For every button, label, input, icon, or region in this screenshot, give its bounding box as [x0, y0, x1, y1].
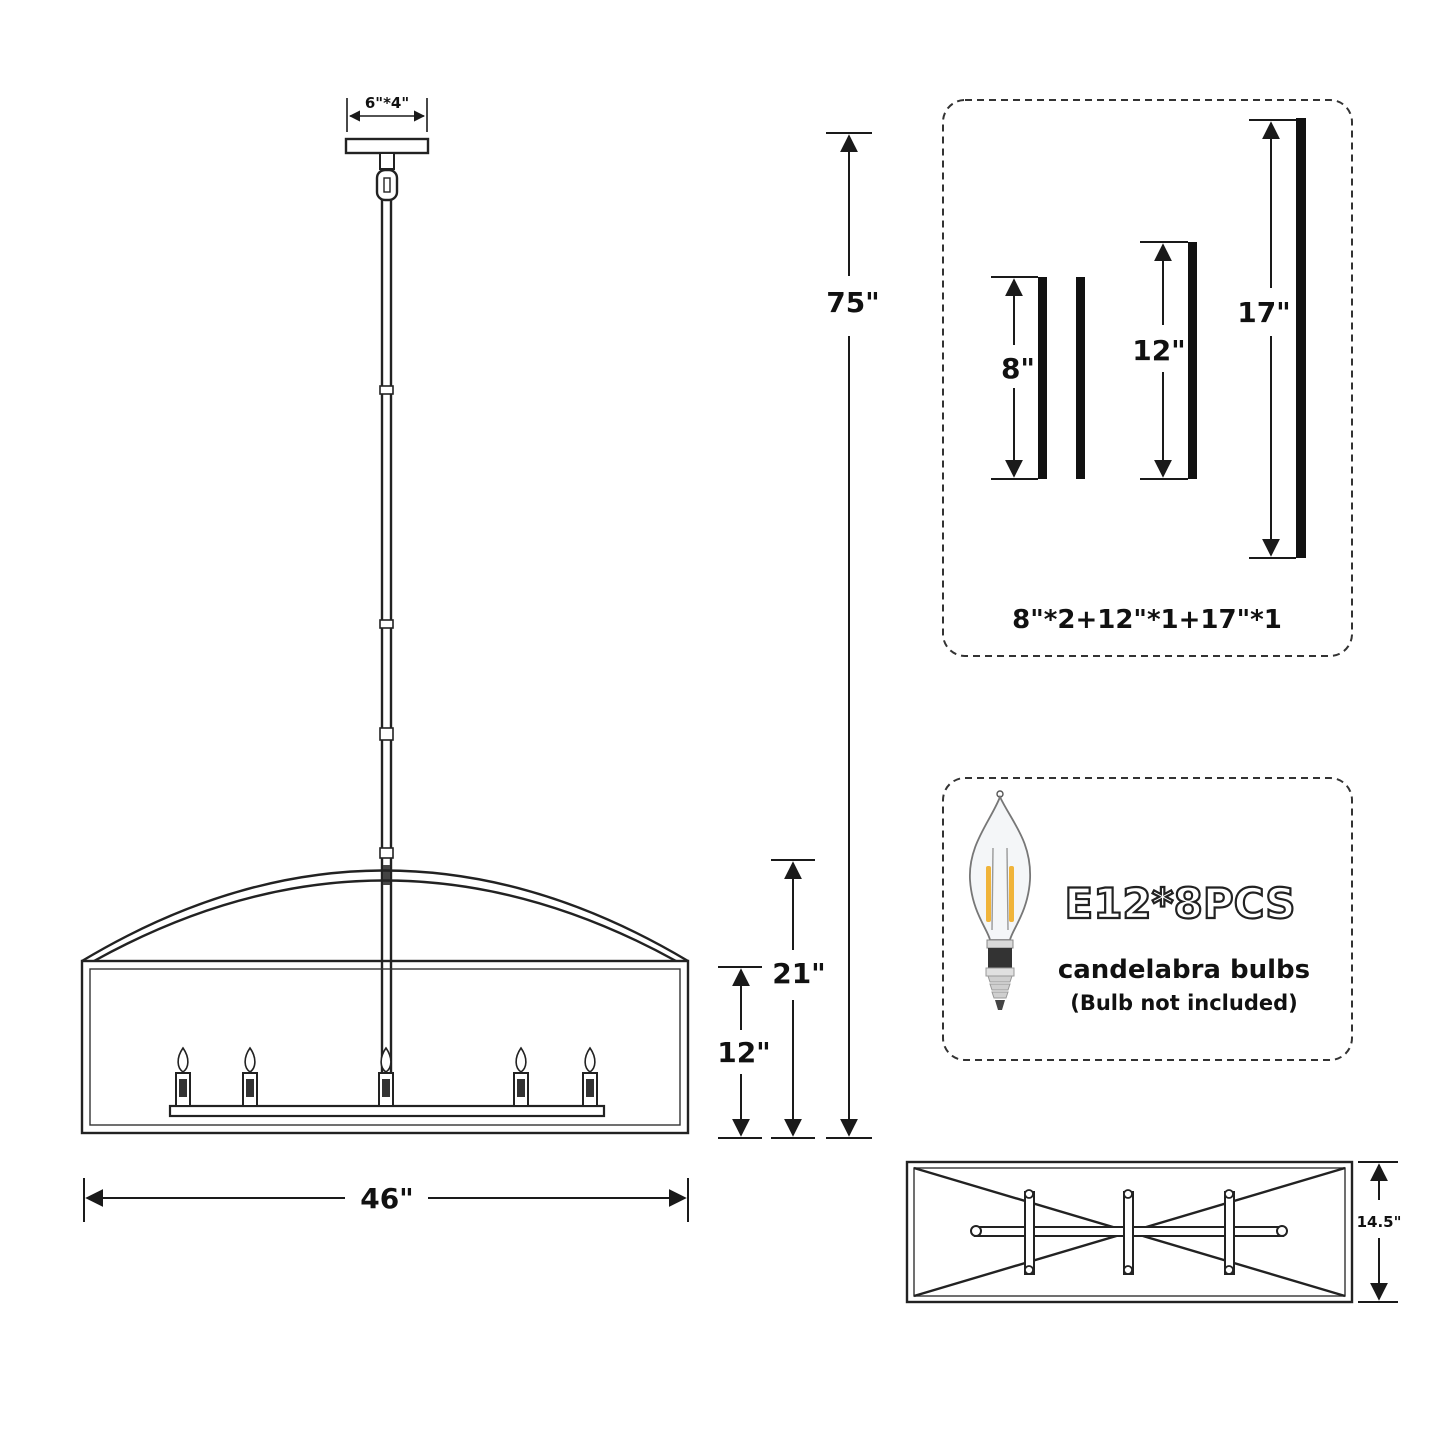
canopy-loop	[379, 152, 395, 170]
frame-height-dimension: 12"	[717, 966, 771, 1139]
frame-height-label: 12"	[717, 1036, 771, 1069]
candle-socket	[175, 1046, 191, 1107]
top-view-crossbar	[1123, 1189, 1134, 1275]
canopy-size-label: 6"*4"	[365, 94, 409, 112]
rod-8in	[1038, 277, 1047, 479]
rod-12in	[1188, 242, 1197, 479]
candle-socket	[582, 1046, 598, 1107]
top-view	[905, 1160, 1354, 1304]
candelabra-bulb-icon	[969, 790, 1031, 1010]
rod-label-12: 12"	[1132, 334, 1186, 367]
candle-socket	[378, 1046, 394, 1107]
bulb-panel: E12*8PCS candelabra bulbs (Bulb not incl…	[942, 777, 1353, 1061]
candle-socket	[513, 1046, 529, 1107]
overall-height-label: 75"	[826, 286, 880, 319]
top-view-outer-frame	[905, 1160, 1354, 1304]
candle-sockets	[175, 1046, 598, 1107]
rods-panel-border	[942, 99, 1353, 657]
top-view-crossbar	[1224, 1189, 1235, 1275]
rods-panel: 8" 12" 17" 8"*2+12"*1+17"*1	[942, 99, 1353, 657]
rod-8in	[1076, 277, 1085, 479]
overall-height-dimension: 75"	[826, 132, 880, 1139]
bulb-title: E12*8PCS	[1065, 879, 1296, 928]
canopy: 6"*4"	[344, 94, 430, 202]
rod-17in	[1296, 118, 1306, 558]
downrod	[379, 200, 394, 1106]
bulb-note: (Bulb not included)	[1070, 991, 1297, 1015]
depth-label: 14.5"	[1357, 1213, 1402, 1231]
fixture-height-label: 21"	[772, 957, 826, 990]
canopy-plate	[344, 137, 430, 155]
top-view-crossbar	[1024, 1189, 1035, 1275]
rod-label-8: 8"	[1001, 352, 1035, 385]
fixture-height-dimension: 21"	[771, 859, 826, 1139]
candle-bar	[168, 1104, 606, 1118]
width-dimension: 46"	[83, 1178, 689, 1222]
depth-dimension: 14.5"	[1357, 1161, 1402, 1303]
bulb-type: candelabra bulbs	[1058, 955, 1310, 985]
width-label: 46"	[360, 1182, 414, 1215]
bulb-panel-border	[942, 777, 1353, 1061]
candle-socket	[242, 1046, 258, 1107]
rods-summary: 8"*2+12"*1+17"*1	[1012, 605, 1282, 635]
rod-label-17: 17"	[1237, 296, 1291, 329]
